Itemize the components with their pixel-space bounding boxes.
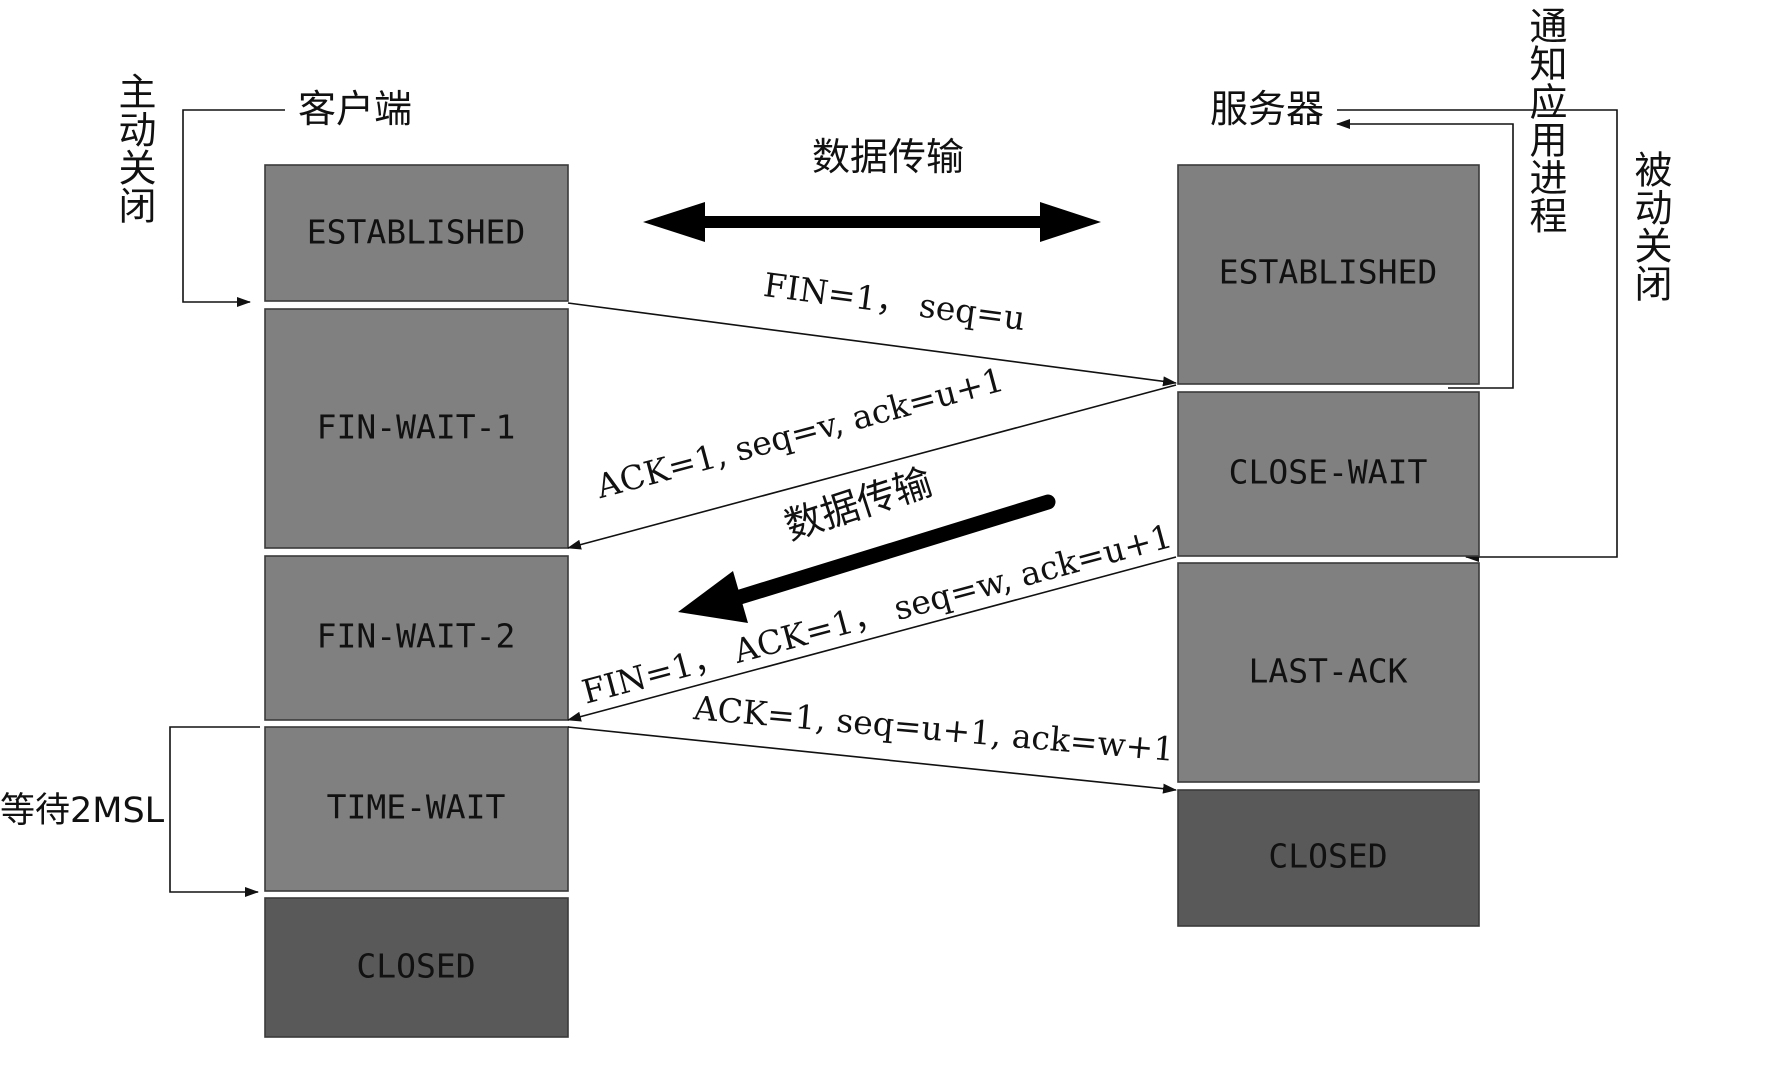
server-state-close-wait-label: CLOSE-WAIT: [1229, 453, 1428, 492]
message-label-fin-2: FIN=1， ACK=1， seq=w, ack=u+1: [578, 516, 1176, 711]
server-state-close-wait: [1177, 391, 1480, 557]
message-arrow-fin-2: [567, 556, 1177, 722]
message-arrow-fin-1: [567, 302, 1177, 387]
server-state-column: ESTABLISHED CLOSE-WAIT LAST-ACK CLOSED: [1177, 164, 1480, 927]
client-state-column: ESTABLISHED FIN-WAIT-1 FIN-WAIT-2 TIME-W…: [264, 164, 569, 1038]
data-transfer-single-arrow: [678, 494, 1056, 623]
client-state-fin-wait-1: [264, 308, 569, 549]
message-label-fin-1: FIN=1， seq=u: [761, 265, 1027, 338]
message-arrow-ack-1: [567, 384, 1177, 550]
server-passive-close-label: 被动关闭: [1628, 150, 1672, 302]
client-state-time-wait: [264, 726, 569, 892]
server-notify-bracket: [1336, 119, 1514, 389]
server-state-closed-label: CLOSED: [1268, 837, 1387, 876]
data-transfer-mid-label: 数据传输: [779, 460, 937, 549]
server-notify-label: 通知应用进程: [1523, 6, 1567, 234]
client-state-closed-label: CLOSED: [356, 947, 475, 986]
wait-2msl-bracket: [169, 726, 260, 897]
server-title: 服务器: [1210, 87, 1324, 131]
client-state-closed: [264, 897, 569, 1038]
message-arrow-ack-2: [567, 726, 1177, 794]
data-transfer-double-arrow: [643, 202, 1101, 242]
client-active-close-bracket: [182, 109, 285, 307]
server-state-established: [1177, 164, 1480, 385]
data-transfer-top-label: 数据传输: [812, 135, 964, 179]
client-state-established: [264, 164, 569, 302]
client-state-fin-wait-2-label: FIN-WAIT-2: [317, 617, 516, 656]
server-state-last-ack: [1177, 562, 1480, 783]
client-state-fin-wait-2: [264, 555, 569, 721]
client-active-close-label: 主动关闭: [112, 72, 156, 224]
server-state-last-ack-label: LAST-ACK: [1249, 652, 1408, 691]
server-state-established-label: ESTABLISHED: [1219, 253, 1438, 292]
message-label-ack-1: ACK=1, seq=v, ack=u+1: [591, 360, 1008, 507]
client-state-established-label: ESTABLISHED: [307, 213, 526, 252]
client-state-time-wait-label: TIME-WAIT: [327, 788, 506, 827]
server-state-closed: [1177, 789, 1480, 927]
client-state-fin-wait-1-label: FIN-WAIT-1: [317, 408, 516, 447]
message-label-ack-2: ACK=1, seq=u+1, ack=w+1: [691, 688, 1176, 769]
client-title: 客户端: [298, 87, 412, 131]
server-passive-close-bracket: [1337, 109, 1618, 562]
wait-2msl-label: 等待2MSL: [0, 791, 165, 831]
